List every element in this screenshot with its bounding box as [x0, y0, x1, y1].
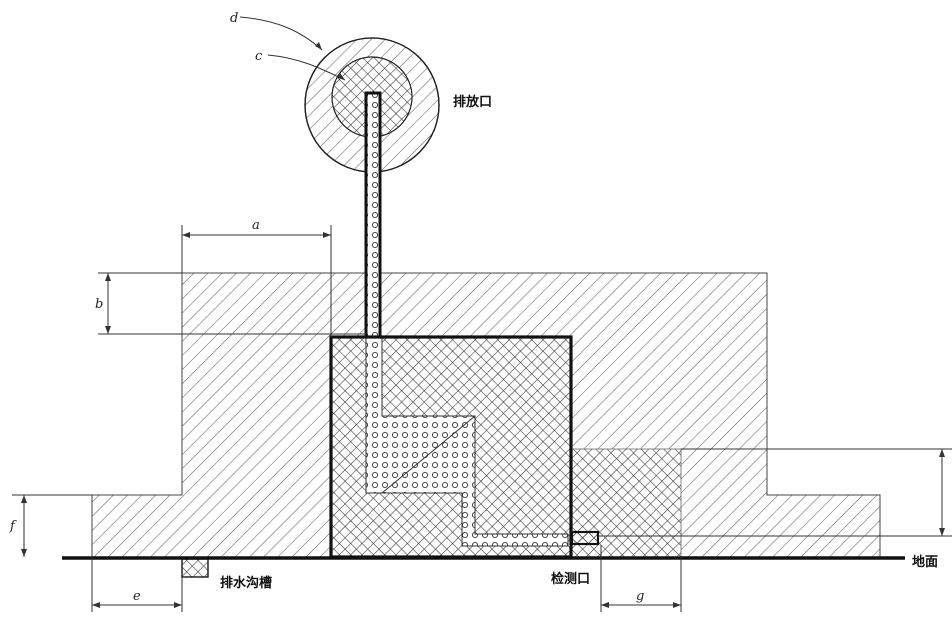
dim-f-label: f — [9, 519, 17, 534]
drain-label: 排水沟槽 — [220, 575, 272, 591]
inspection-port-box — [570, 530, 600, 546]
dim-d-label: d — [230, 11, 238, 26]
dim-a-label: a — [252, 218, 260, 233]
dim-e-label: e — [133, 589, 141, 604]
dim-c-label: c — [255, 49, 263, 64]
outlet-label: 排放口 — [453, 94, 492, 110]
dim-b-label: b — [95, 297, 103, 312]
inspection-label: 检测口 — [551, 571, 590, 587]
drain-trench — [181, 558, 209, 578]
dotted-channel — [365, 336, 569, 547]
dimension-lines — [12, 16, 952, 612]
dim-g-label: g — [636, 589, 644, 604]
exhaust-pipe — [364, 91, 382, 339]
ground-label: 地面 — [912, 554, 938, 570]
